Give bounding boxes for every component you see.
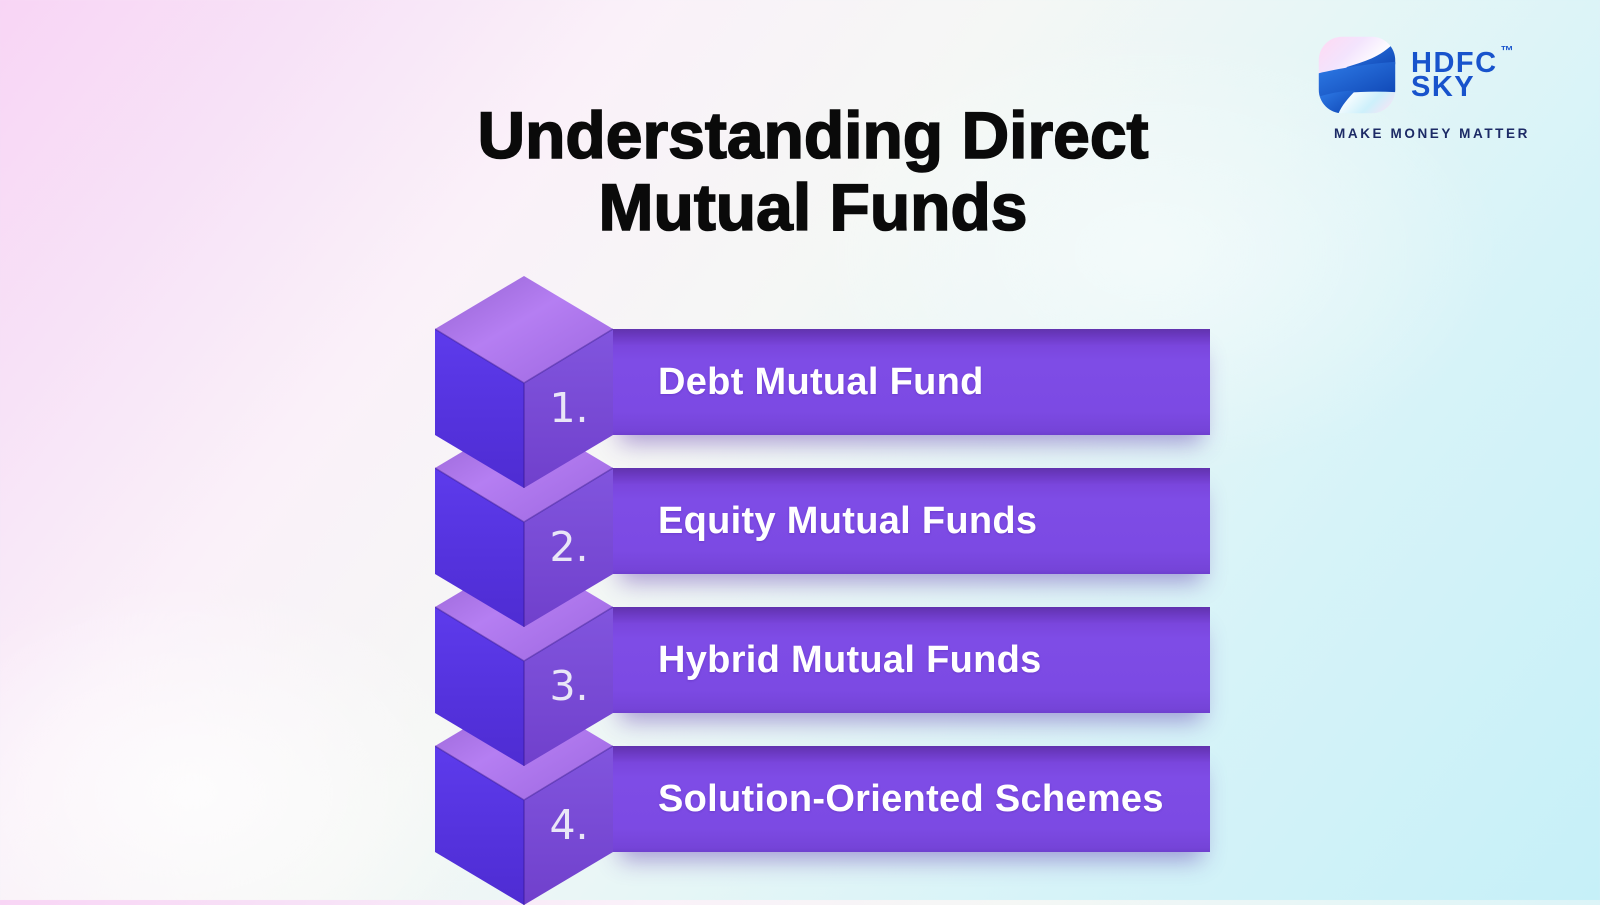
cube-edges (435, 606, 613, 766)
label-bar: Equity Mutual Funds (612, 468, 1210, 574)
page-title-line-1: Understanding Direct (477, 98, 1150, 172)
label-bar: Hybrid Mutual Funds (612, 607, 1210, 713)
item-number: 2. (549, 523, 588, 571)
page-title-line-2: Mutual Funds (598, 169, 1029, 244)
logo-tagline: MAKE MONEY MATTER (1334, 126, 1530, 141)
logo-row: HDFC SKY ™ (1316, 36, 1548, 114)
hdfc-sky-logo: HDFC SKY ™ MAKE MONEY MATTER (1316, 36, 1548, 141)
hdfc-sky-swoosh-icon (1318, 36, 1396, 114)
label-bar: Solution-Oriented Schemes (612, 746, 1210, 852)
swoosh-shape (1318, 40, 1396, 114)
brand-line-2: SKY (1411, 71, 1476, 103)
cube-left-face (435, 468, 524, 627)
brand-wordmark: HDFC SKY ™ (1411, 44, 1514, 103)
cube-left-face (435, 746, 524, 905)
item-label: Equity Mutual Funds (658, 499, 1038, 542)
item-number: 1. (549, 384, 588, 432)
cube-top-face (435, 276, 613, 383)
cube-icon-1: 1. (435, 276, 613, 488)
cube-left-face (435, 607, 524, 766)
item-label: Solution-Oriented Schemes (658, 777, 1164, 820)
cube-right-face (524, 468, 613, 627)
cube-edges (435, 467, 613, 627)
trademark-symbol: ™ (1500, 43, 1514, 58)
brand-line-1: HDFC (1411, 47, 1498, 79)
label-bar: Debt Mutual Fund (612, 329, 1210, 435)
item-number: 4. (549, 801, 588, 849)
cube-edges (435, 328, 613, 488)
cube-right-face (524, 329, 613, 488)
cube-edges (435, 745, 613, 905)
cube-right-face (524, 746, 613, 905)
cube-left-face (435, 329, 524, 488)
item-number: 3. (549, 662, 588, 710)
page-title: Understanding Direct Mutual Funds (253, 98, 1373, 244)
cube-right-face (524, 607, 613, 766)
list-item-1: 1. Debt Mutual Fund (435, 276, 1215, 488)
item-label: Hybrid Mutual Funds (658, 638, 1042, 681)
item-label: Debt Mutual Fund (658, 360, 984, 403)
